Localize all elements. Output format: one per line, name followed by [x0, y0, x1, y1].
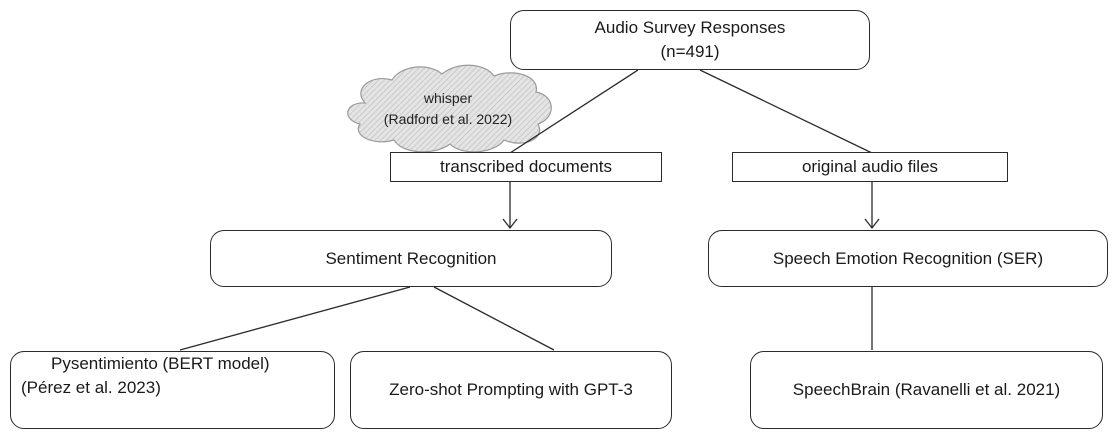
edge-sentiment-to-zeroshot [433, 286, 555, 351]
original-audio-files-label: original audio files [801, 157, 939, 177]
audio-survey-count: (n=491) [660, 42, 720, 61]
audio-survey-responses-node: Audio Survey Responses (n=491) [510, 10, 870, 70]
speechbrain-node: SpeechBrain (Ravanelli et al. 2021) [750, 351, 1103, 429]
whisper-cloud: whisper (Radford et al. 2022) [348, 84, 548, 134]
pysentimiento-citation: (Pérez et al. 2023) [21, 377, 161, 397]
sentiment-recognition-label: Sentiment Recognition [325, 248, 497, 268]
edge-survey-to-transcribed [509, 69, 639, 154]
cloud-line-1: whisper [423, 90, 473, 106]
arrowhead-sentiment [502, 218, 518, 230]
arrowhead-ser [864, 218, 880, 230]
ser-label: Speech Emotion Recognition (SER) [772, 248, 1044, 268]
pysentimiento-node: Pysentimiento (BERT model) (Pérez et al.… [10, 351, 335, 429]
transcribed-documents-node: transcribed documents [390, 152, 662, 182]
speech-emotion-recognition-node: Speech Emotion Recognition (SER) [708, 230, 1108, 287]
edge-survey-to-original [699, 69, 873, 154]
transcribed-documents-label: transcribed documents [440, 157, 612, 177]
pysentimiento-title: Pysentimiento (BERT model) [51, 354, 270, 373]
cloud-line-2: (Radford et al. 2022) [383, 111, 513, 127]
speechbrain-label: SpeechBrain (Ravanelli et al. 2021) [792, 380, 1061, 400]
whisper-cloud-shape [347, 64, 552, 153]
edge-sentiment-to-pysentimiento [179, 286, 411, 351]
audio-survey-title: Audio Survey Responses [594, 18, 786, 38]
zero-shot-label: Zero-shot Prompting with GPT-3 [389, 380, 633, 400]
zero-shot-gpt3-node: Zero-shot Prompting with GPT-3 [350, 351, 672, 429]
original-audio-files-node: original audio files [732, 152, 1008, 182]
connector-lines [179, 69, 880, 351]
sentiment-recognition-node: Sentiment Recognition [210, 230, 612, 287]
